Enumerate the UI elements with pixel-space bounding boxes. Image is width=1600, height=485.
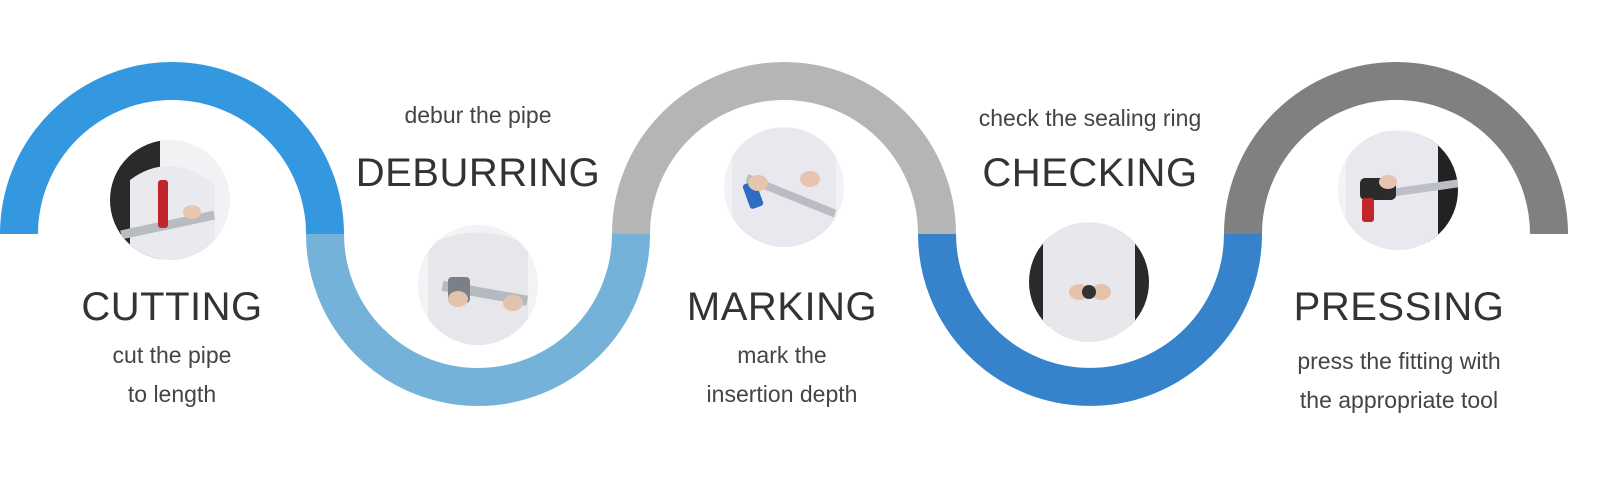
step-title-checking: CHECKING xyxy=(982,151,1198,195)
step-description-line: cut the pipe xyxy=(112,342,232,368)
step-description-line: to length xyxy=(127,381,217,407)
wave-segment-pressing xyxy=(1224,62,1568,235)
step-description-line: check the sealing ring xyxy=(978,105,1202,131)
marker-pen-photo-icon xyxy=(724,127,844,247)
step-title-deburring: DEBURRING xyxy=(355,151,601,195)
step-description-line: press the fitting with xyxy=(1297,348,1501,374)
step-title-cutting: CUTTING xyxy=(81,285,263,329)
step-description-line: debur the pipe xyxy=(404,102,552,128)
step-title-marking: MARKING xyxy=(686,285,878,329)
deburring-tool-photo-icon xyxy=(418,225,538,345)
wave-segment-deburring xyxy=(306,233,650,406)
step-title-pressing: PRESSING xyxy=(1293,285,1505,329)
press-tool-photo-icon xyxy=(1338,130,1458,250)
pipe-cutter-photo-icon xyxy=(110,140,230,260)
wave-segment-checking xyxy=(918,233,1262,406)
step-description-pressing: press the fitting with the appropriate t… xyxy=(1256,342,1542,420)
step-description-cutting: cut the pipe to length xyxy=(60,336,284,414)
step-description-line: insertion depth xyxy=(706,381,858,407)
step-description-line: mark the xyxy=(737,342,827,368)
wave-segment-marking xyxy=(612,62,956,235)
sealing-ring-photo-icon xyxy=(1029,222,1149,342)
step-description-marking: mark the insertion depth xyxy=(662,336,902,414)
step-description-line: the appropriate tool xyxy=(1299,387,1499,413)
step-description-deburring: debur the pipe xyxy=(348,96,608,135)
step-description-checking: check the sealing ring xyxy=(950,99,1230,138)
wave-segment-cutting xyxy=(0,62,344,235)
